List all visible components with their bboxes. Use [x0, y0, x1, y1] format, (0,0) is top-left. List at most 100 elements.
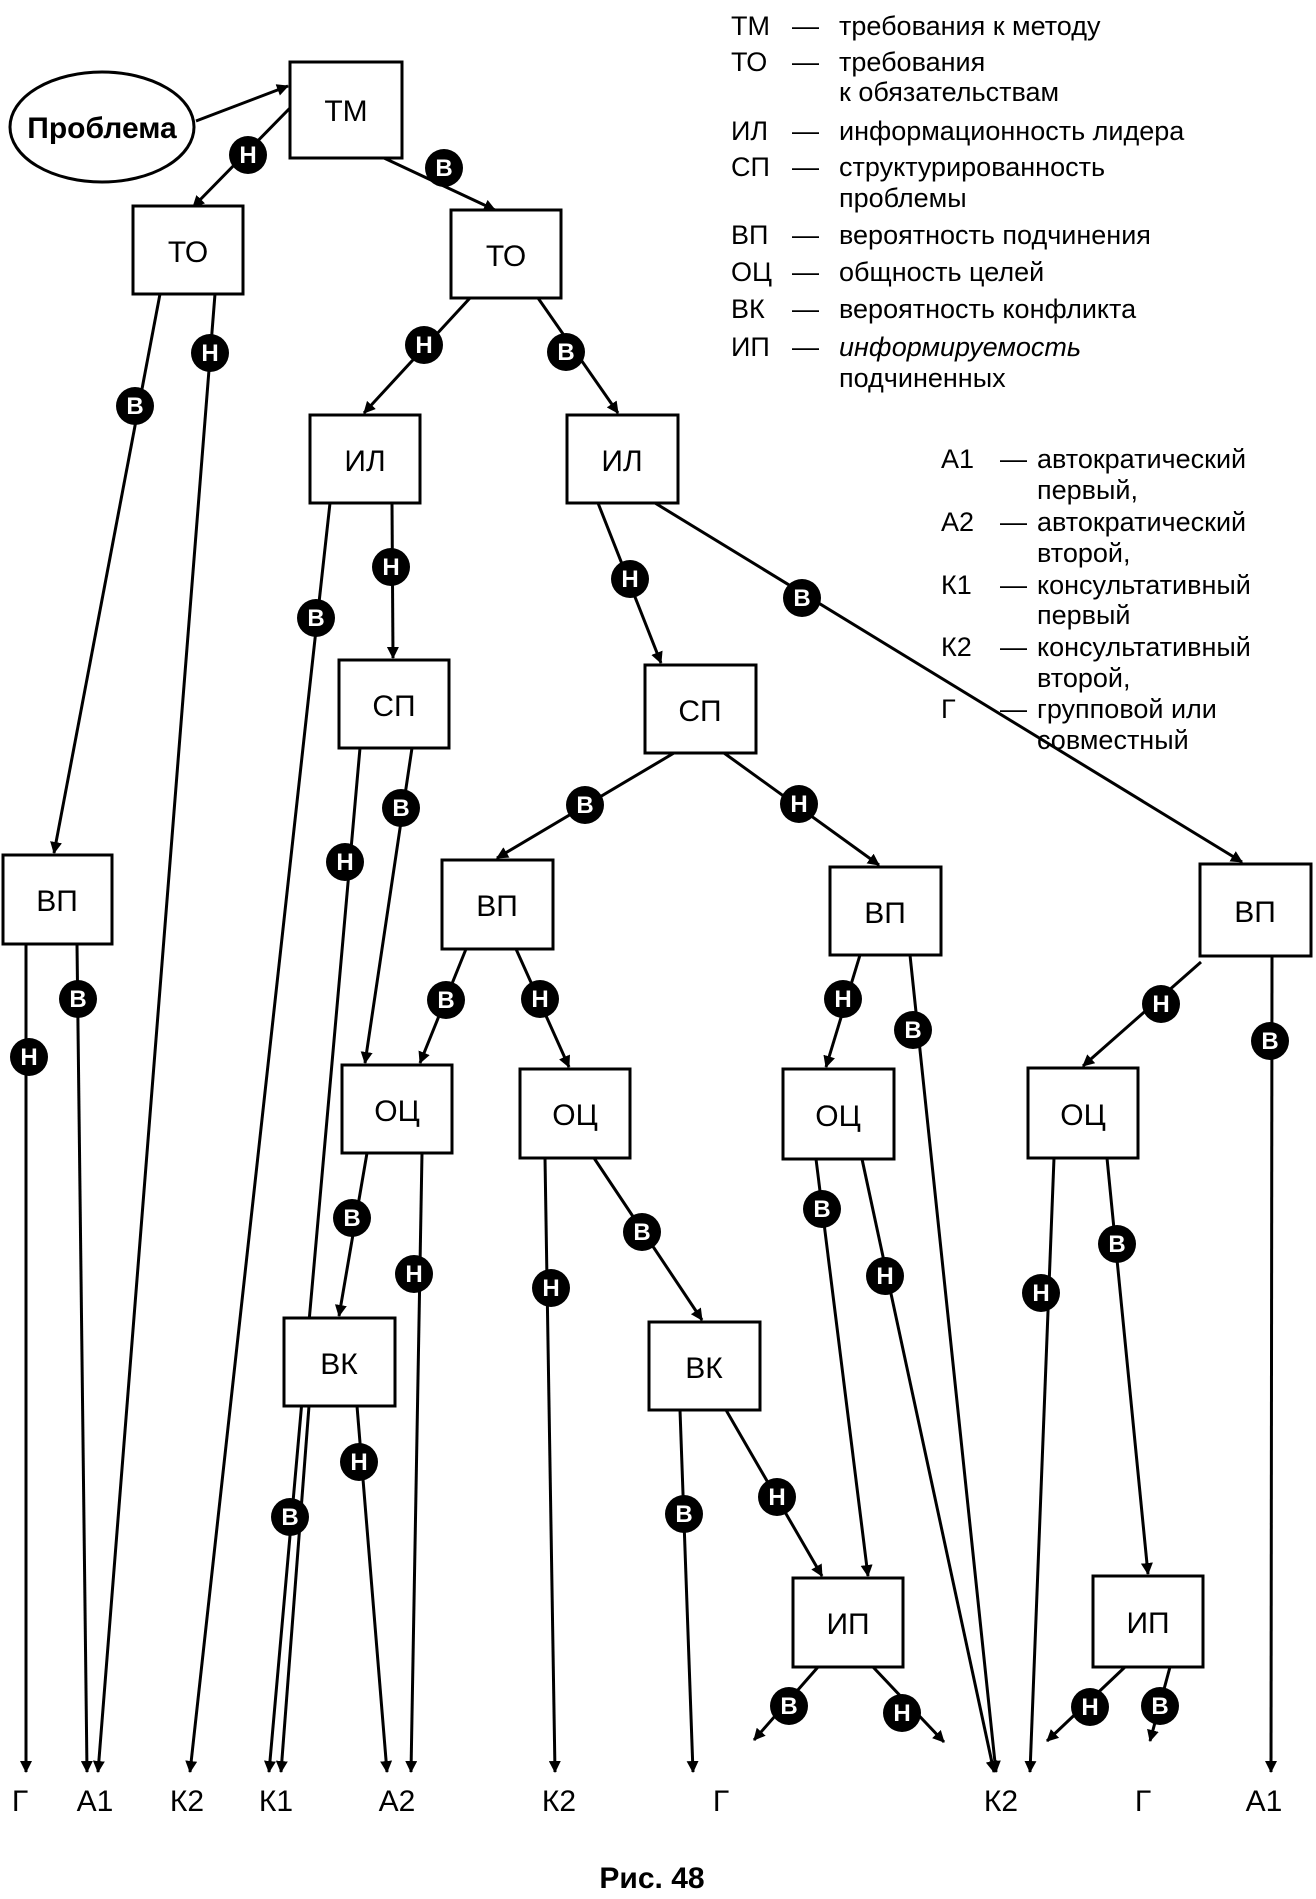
edge-arrow [1082, 960, 1202, 1068]
terminal-label: Г [713, 1785, 729, 1818]
badge-label: В [813, 1196, 830, 1223]
legend-criteria: ТМ — требования к методу ТО — требования… [731, 11, 1185, 393]
legend-text: общность целей [839, 257, 1044, 287]
legend-text: первый [1037, 600, 1131, 630]
legend-text: второй, [1037, 538, 1130, 568]
badge-yes: В [382, 789, 420, 827]
badge-yes: В [665, 1495, 703, 1533]
edge-arrow [654, 501, 1243, 864]
node-il-left: ИЛ [308, 413, 422, 505]
node-sp-right-label: СП [678, 695, 721, 728]
node-vk-1: ВК [282, 1316, 397, 1408]
legend-text: консультативный [1037, 632, 1251, 662]
badge-label: Н [1081, 1694, 1098, 1721]
node-ip-1: ИП [791, 1576, 905, 1669]
badge-yes: В [783, 579, 821, 617]
node-tm-label: ТМ [324, 95, 367, 128]
badge-label: Н [790, 791, 807, 818]
legend-text: автократический [1037, 444, 1246, 474]
terminal-label: Г [1135, 1785, 1151, 1818]
figure-caption: Рис. 48 [599, 1862, 704, 1895]
node-vp-4-label: ВП [1234, 896, 1276, 929]
legend-code: ТО [731, 47, 767, 77]
badge-no: Н [1142, 985, 1180, 1023]
badge-label: Н [1032, 1280, 1049, 1307]
node-to-right: ТО [449, 208, 563, 300]
legend-text: информационность лидера [839, 116, 1185, 146]
badge-no: Н [758, 1478, 796, 1516]
badge-label: Н [336, 849, 353, 876]
legend-code: ТМ [731, 11, 770, 41]
edge-arrow [195, 84, 289, 123]
node-oc-1-label: ОЦ [374, 1095, 420, 1128]
terminal-label: А1 [77, 1785, 114, 1818]
edge-arrow [185, 502, 332, 1773]
legend-text: требования [839, 47, 985, 77]
badge-label: Н [201, 340, 218, 367]
badge-label: Н [415, 332, 432, 359]
badge-no: Н [532, 1269, 570, 1307]
node-sp-right: СП [643, 663, 758, 755]
edge-arrow [263, 747, 362, 1773]
badge-yes: В [894, 1011, 932, 1049]
badge-yes: В [547, 333, 585, 371]
legend-dash: — [792, 332, 819, 362]
edge-arrow [678, 1409, 699, 1773]
edge-arrow [1265, 955, 1278, 1773]
badge-no: Н [521, 980, 559, 1018]
legend-code: ИП [731, 332, 770, 362]
badge-yes: В [59, 980, 97, 1018]
terminal-label: К2 [542, 1785, 576, 1818]
badge-no: Н [340, 1443, 378, 1481]
terminal-label: А1 [1246, 1785, 1283, 1818]
legend-text: вероятность конфликта [839, 294, 1137, 324]
badge-label: В [633, 1219, 650, 1246]
badge-label: Н [405, 1261, 422, 1288]
legend-dash: — [792, 152, 819, 182]
legend-code: А2 [941, 507, 974, 537]
badge-label: Н [382, 554, 399, 581]
node-oc-4-label: ОЦ [1060, 1099, 1106, 1132]
badge-no: Н [405, 326, 443, 364]
badge-label: В [343, 1205, 360, 1232]
badge-label: Н [1152, 991, 1169, 1018]
legend-text: структурированность [839, 152, 1105, 182]
node-sp-left-label: СП [372, 690, 415, 723]
badge-label: Н [768, 1484, 785, 1511]
badge-yes: В [425, 149, 463, 187]
badge-label: В [557, 339, 574, 366]
edge-arrow [50, 293, 162, 854]
node-to-left: ТО [131, 204, 245, 296]
edge-arrow [92, 293, 217, 1773]
node-ip-1-label: ИП [826, 1608, 869, 1641]
edge-arrow [543, 1157, 561, 1773]
badge-no: Н [326, 843, 364, 881]
legend-code: Г [941, 694, 956, 724]
legend-text: совместный [1037, 725, 1189, 755]
legend-dash: — [792, 220, 819, 250]
badge-label: В [392, 795, 409, 822]
legend-dash: — [1000, 632, 1027, 662]
badge-no: Н [10, 1038, 48, 1076]
node-vk-2: ВК [647, 1320, 762, 1412]
badge-yes: В [623, 1213, 661, 1251]
terminal-labels: Г А1 К2 К1 А2 К2 Г К2 Г А1 [12, 1785, 1282, 1818]
legend-text: требования к методу [839, 11, 1101, 41]
node-tm: ТМ [288, 60, 404, 160]
badge-label: В [281, 1504, 298, 1531]
legend-code: К2 [941, 632, 972, 662]
node-oc-1: ОЦ [340, 1063, 454, 1155]
legend-dash: — [1000, 570, 1027, 600]
legend-dash: — [792, 47, 819, 77]
node-to-left-label: ТО [168, 236, 208, 269]
legend-text: вероятность подчинения [839, 220, 1151, 250]
badge-label: В [1108, 1231, 1125, 1258]
problem-ellipse: Проблема [8, 70, 196, 184]
badge-no: Н [1071, 1688, 1109, 1726]
node-oc-4: ОЦ [1026, 1066, 1140, 1160]
badge-yes: В [1098, 1225, 1136, 1263]
badge-label: В [69, 986, 86, 1013]
node-vp-2: ВП [440, 858, 555, 951]
legend-code: К1 [941, 570, 972, 600]
terminal-label: А2 [379, 1785, 416, 1818]
